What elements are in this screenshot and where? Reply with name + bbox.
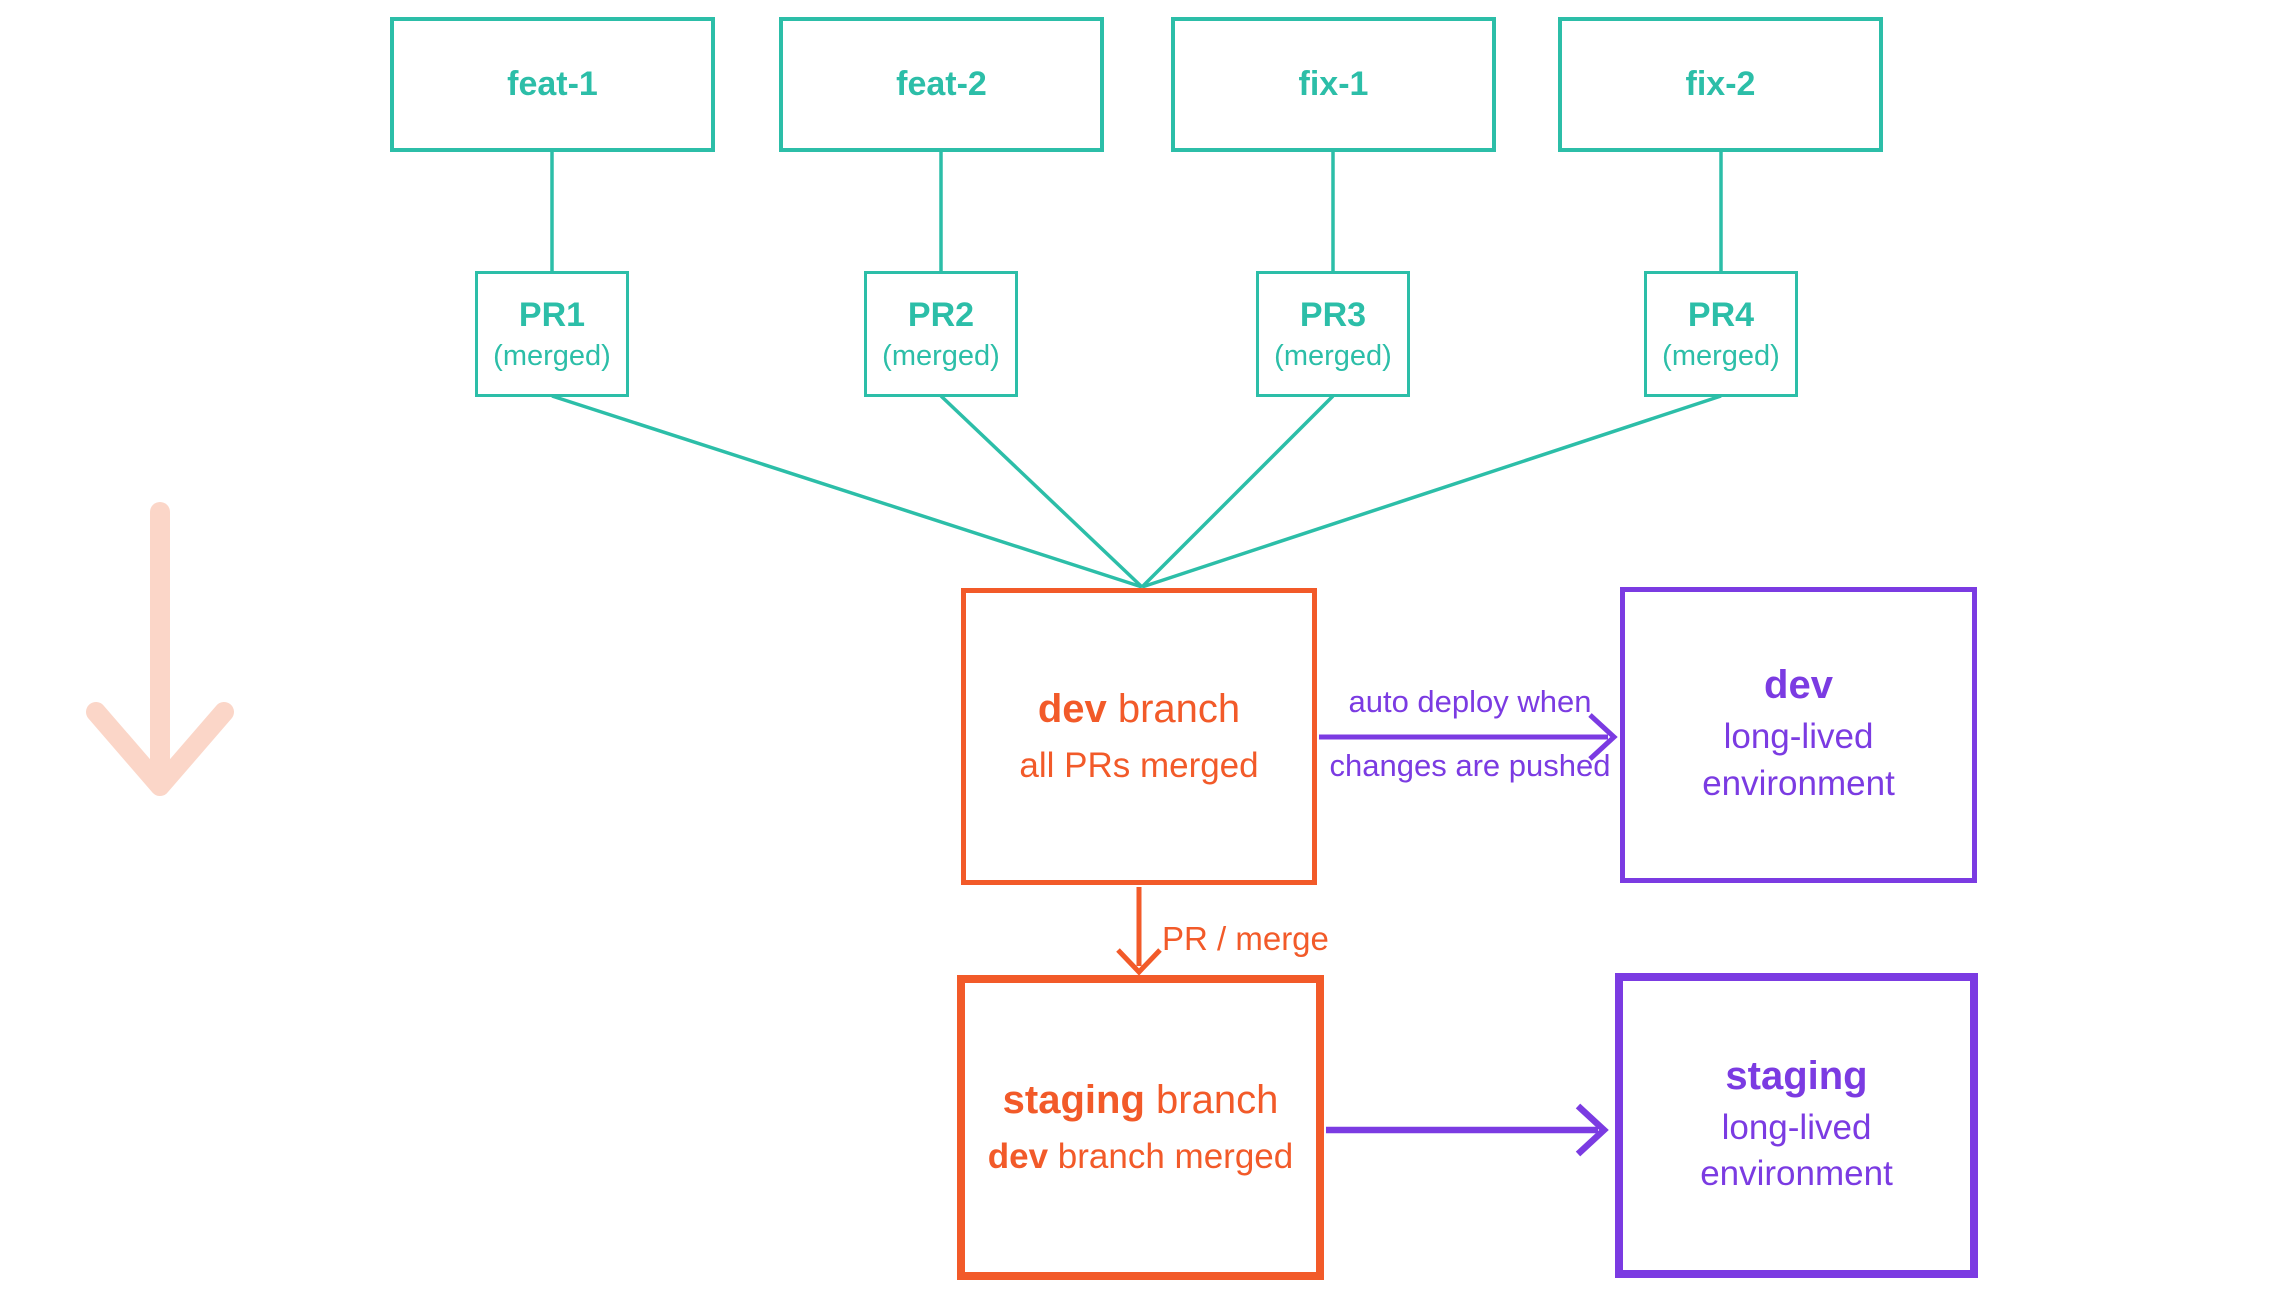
auto-deploy-label-line2: changes are pushed [1329, 748, 1611, 783]
pr4-name: PR4 [1687, 295, 1755, 334]
staging-environment-name: staging [1725, 1053, 1868, 1098]
dev-environment-name: dev [1764, 663, 1833, 708]
dev-branch-title: dev branch [1038, 687, 1240, 732]
pr4-box: PR4 (merged) [1644, 271, 1798, 397]
dev-environment-line1: long-lived [1723, 717, 1874, 757]
auto-deploy-label-line1: auto deploy when [1348, 684, 1592, 719]
staging-branch-title: staging branch [1003, 1078, 1279, 1123]
pr-merge-label: PR / merge [1162, 920, 1329, 957]
staging-branch-subtitle-bold: dev [987, 1137, 1049, 1176]
pr1-box: PR1 (merged) [475, 271, 629, 397]
fix-1-branch-box: fix-1 [1171, 17, 1496, 152]
feat-1-branch-box: feat-1 [390, 17, 715, 152]
staging-branch-subtitle: dev branch merged [988, 1137, 1293, 1177]
fix-2-branch-box: fix-2 [1558, 17, 1883, 152]
feat-2-branch-box: feat-2 [779, 17, 1104, 152]
pr2-name: PR2 [907, 295, 975, 334]
feat-1-label: feat-1 [507, 65, 598, 103]
staging-environment-box: staging long-lived environment [1615, 973, 1978, 1278]
feat-2-label: feat-2 [896, 65, 987, 103]
pr-merge-arrow [1116, 887, 1162, 976]
pr3-name: PR3 [1299, 295, 1367, 334]
pr1-status: (merged) [493, 339, 611, 372]
pr2-status: (merged) [882, 339, 1000, 372]
dev-environment-line2: environment [1702, 763, 1895, 803]
flow-direction-arrow [86, 502, 234, 796]
pr2-box: PR2 (merged) [864, 271, 1018, 397]
pr3-box: PR3 (merged) [1256, 271, 1410, 397]
staging-environment-line2: environment [1700, 1154, 1893, 1193]
dev-branch-subtitle: all PRs merged [1019, 746, 1259, 785]
dev-branch-title-rest: branch [1106, 687, 1241, 731]
pr3-status: (merged) [1274, 339, 1392, 372]
staging-branch-box: staging branch dev branch merged [957, 975, 1324, 1280]
dev-environment-box: dev long-lived environment [1620, 587, 1977, 883]
dev-branch-title-bold: dev [1037, 687, 1107, 731]
fix-1-label: fix-1 [1298, 65, 1369, 103]
auto-deploy-arrow [1319, 713, 1618, 761]
fix-2-label: fix-2 [1685, 65, 1756, 103]
staging-environment-line1: long-lived [1721, 1107, 1872, 1147]
feature-to-pr-connectors [550, 150, 1723, 273]
staging-branch-title-bold: staging [1002, 1078, 1145, 1122]
staging-deploy-arrow [1326, 1103, 1609, 1157]
staging-branch-subtitle-rest: branch merged [1048, 1137, 1294, 1176]
pr-to-dev-branch-connectors [551, 394, 1722, 589]
pr1-name: PR1 [518, 295, 586, 334]
pr4-status: (merged) [1662, 339, 1780, 372]
dev-branch-box: dev branch all PRs merged [961, 588, 1317, 885]
staging-branch-title-rest: branch [1144, 1078, 1279, 1122]
